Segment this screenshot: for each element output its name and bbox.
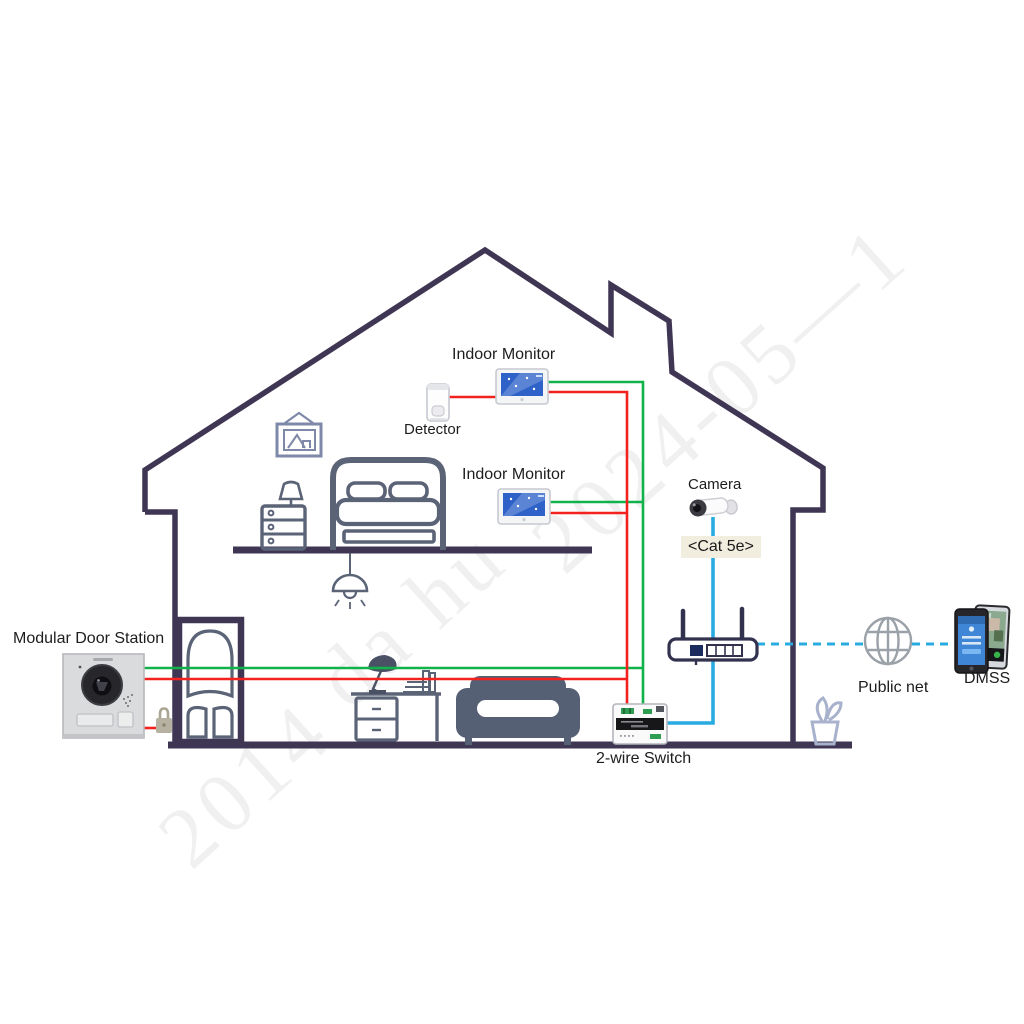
label-two-wire-switch: 2-wire Switch — [596, 750, 692, 767]
pendant-lamp-icon — [331, 553, 369, 609]
router-icon — [667, 606, 759, 665]
label-public-net: Public net — [858, 679, 929, 696]
house-outline — [142, 246, 826, 742]
globe-icon — [863, 616, 913, 666]
door — [175, 616, 245, 746]
nightstand-icon — [260, 504, 307, 551]
label-indoor-monitor-mid: Indoor Monitor — [462, 466, 566, 483]
label-camera: Camera — [688, 476, 742, 493]
smartphone-dmss-login-icon — [954, 608, 989, 674]
label-detector: Detector — [404, 421, 461, 438]
label-dmss: DMSS — [964, 670, 1011, 687]
camera-icon — [689, 497, 738, 517]
label-indoor-monitor-top: Indoor Monitor — [452, 346, 556, 363]
padlock-icon — [156, 707, 172, 733]
detector-icon — [426, 383, 450, 422]
two-wire-switch-icon — [612, 703, 668, 745]
potted-plant-icon — [810, 696, 843, 746]
indoor-monitor-icon — [495, 368, 549, 405]
books-icon — [403, 670, 436, 693]
sofa-icon — [456, 676, 580, 745]
table-lamp-icon — [278, 480, 304, 508]
label-cat5e: <Cat 5e> — [681, 536, 761, 558]
bed-icon — [330, 457, 446, 550]
wire-red — [144, 390, 629, 730]
desk-lamp-icon — [368, 655, 397, 695]
desk-icon — [351, 692, 441, 742]
picture-frame-icon — [275, 411, 323, 458]
indoor-monitor-icon — [497, 488, 551, 525]
label-door-station: Modular Door Station — [13, 630, 165, 647]
door-station-icon — [62, 653, 145, 739]
